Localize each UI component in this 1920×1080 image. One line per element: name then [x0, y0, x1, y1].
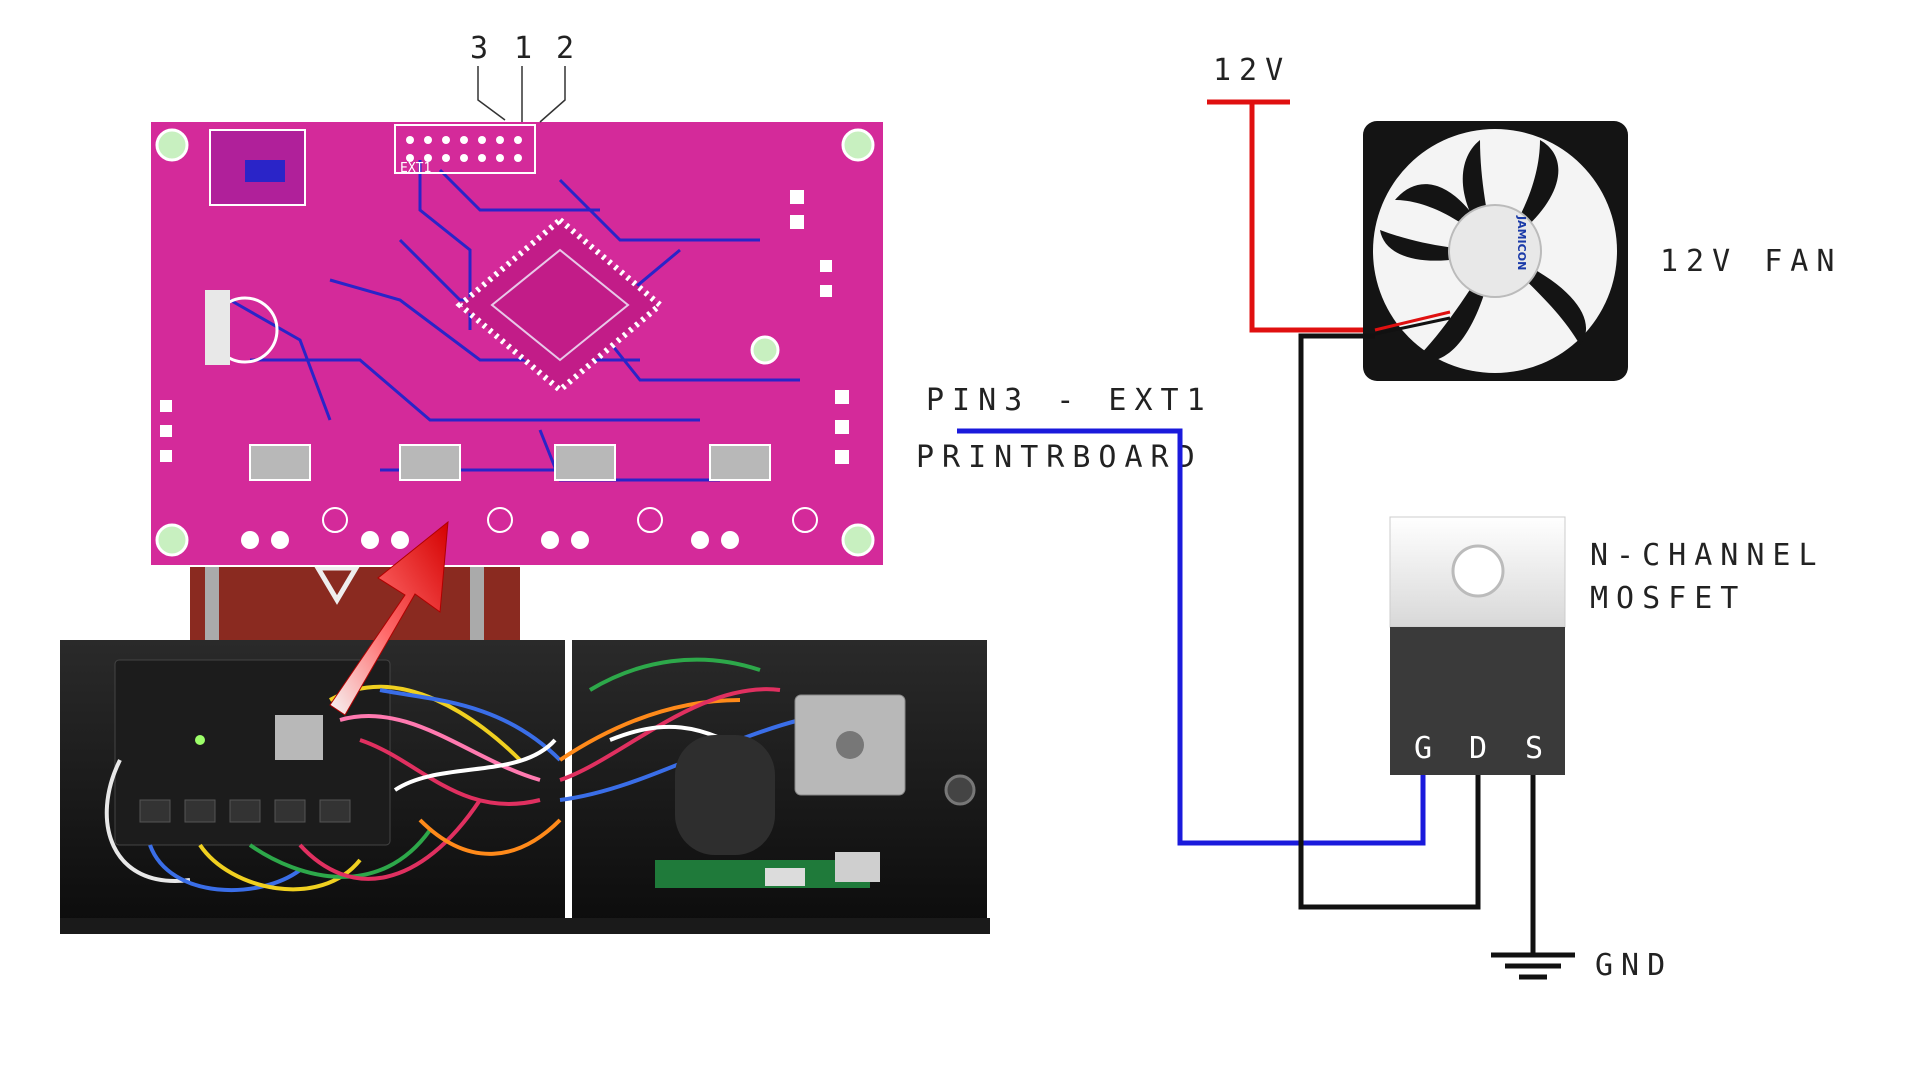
mosfet-body: [1390, 627, 1565, 775]
mosfet-pin-s: S: [1525, 731, 1543, 766]
fan-label: 12V FAN: [1660, 244, 1842, 279]
supply-wire: [1249, 102, 1375, 333]
pcb-mounting-holes: [155, 128, 875, 557]
fan-sticker-brand: JAMICON: [1515, 215, 1528, 270]
fan-hub: [1448, 204, 1542, 298]
signal-label-board: PRINTRBOARD: [916, 440, 1203, 475]
raspberry-pi-board: [655, 860, 870, 888]
signal-wire: [957, 428, 1426, 846]
mosfet-pin-g: G: [1414, 731, 1432, 766]
ground-icon: [1491, 952, 1575, 980]
printer-electronics-photo: [60, 540, 990, 934]
supply-12v-label: 12V: [1213, 53, 1291, 88]
mosfet-mount-hole: [1451, 544, 1505, 598]
pin-number-1: 1: [514, 31, 540, 66]
supply-12v: 12V: [1207, 53, 1291, 105]
pcb-stepper-drivers: [249, 444, 771, 481]
mosfet-label-type: N-CHANNEL: [1590, 538, 1825, 573]
pointer-arrow: [329, 520, 449, 716]
mosfet: G D S: [1389, 516, 1566, 775]
fan-return-wire: [1298, 333, 1481, 910]
motor-sensor: [675, 735, 775, 855]
ext1-header: EXT1: [394, 124, 536, 176]
pin-number-2: 2: [556, 31, 582, 66]
pcb-pads: [160, 190, 849, 549]
ext1-pin-callouts: 3 1 2: [470, 31, 582, 123]
pin-number-3: 3: [470, 31, 496, 66]
signal-label-pin: PIN3 - EXT1: [926, 383, 1213, 418]
mosfet-pin-d: D: [1469, 731, 1487, 766]
heatsink: [275, 715, 323, 760]
ground-label: GND: [1595, 948, 1673, 983]
printrboard-pcb: EXT1: [149, 120, 885, 567]
ext1-header-label: EXT1: [400, 161, 431, 176]
fan-12v: JAMICON: [1363, 121, 1628, 381]
signal-source-label: PIN3 - EXT1 PRINTRBOARD: [916, 383, 1213, 475]
mosfet-label-name: MOSFET: [1590, 581, 1746, 616]
pcb-mcu-chip: [455, 216, 665, 394]
printer-logo-icon: [313, 565, 361, 605]
